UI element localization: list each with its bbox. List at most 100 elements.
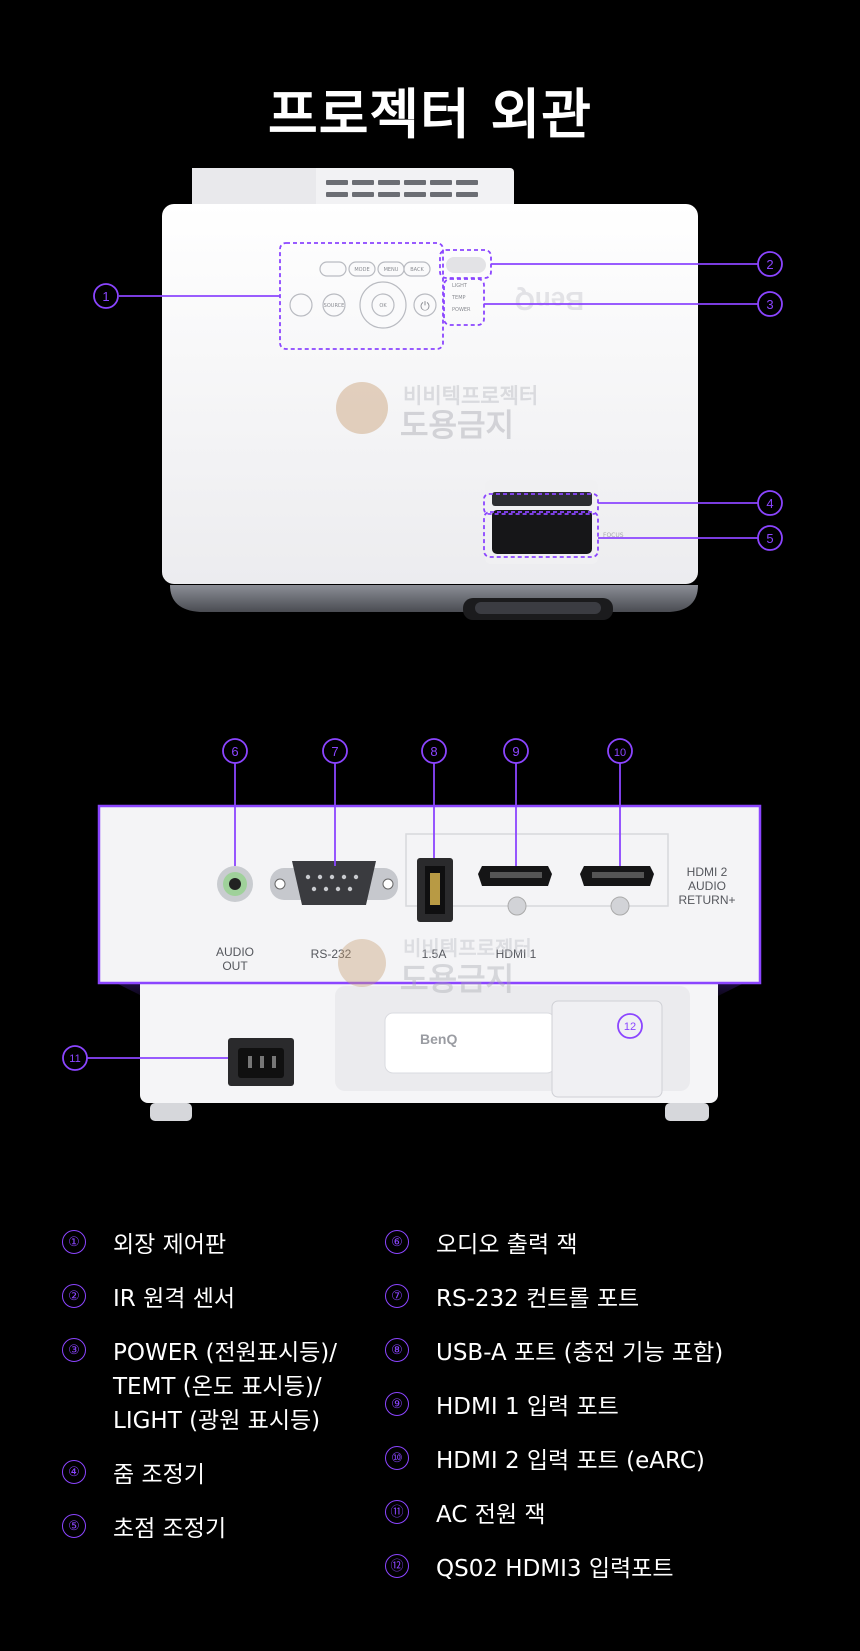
light-indicator-label: LIGHT — [452, 283, 468, 289]
legend-text: AC 전원 잭 — [436, 1502, 546, 1528]
svg-text:6: 6 — [231, 744, 238, 759]
svg-text:11: 11 — [69, 1053, 80, 1065]
projector-base — [170, 585, 698, 612]
svg-text:7: 7 — [331, 744, 338, 759]
callout-6: 6 — [222, 738, 248, 764]
callout-12: 12 — [617, 1013, 643, 1039]
legend-text: HDMI 1 입력 포트 — [436, 1394, 619, 1420]
legend-number: ⑤ — [62, 1514, 86, 1538]
usb-current-label: 1.5A — [422, 947, 447, 961]
svg-text:도용금지: 도용금지 — [400, 962, 514, 998]
legend-number: ① — [62, 1230, 86, 1254]
menu-button-label: MENU — [384, 267, 399, 273]
legend-item: ① 외장 제어판 — [62, 1228, 442, 1262]
legend-text: IR 원격 센서 — [113, 1286, 236, 1312]
legend-text: 오디오 출력 잭 — [436, 1232, 578, 1258]
watermark-top: 비비텍프로젝터 도용금지 — [336, 382, 538, 444]
mode-button-label: MODE — [354, 267, 369, 273]
page-title: 프로젝터 외관 — [268, 83, 592, 146]
svg-text:1: 1 — [102, 289, 109, 304]
svg-text:4: 4 — [766, 496, 773, 511]
benq-logo-mirrored: BenQ — [515, 286, 584, 316]
power-icon: ⏻ — [420, 299, 430, 313]
leader-lines — [119, 263, 758, 539]
hdmi1-label: HDMI 1 — [496, 947, 537, 961]
callout-10: 10 — [607, 738, 633, 764]
svg-text:9: 9 — [512, 744, 519, 759]
highlight-focus — [483, 511, 599, 558]
legend-text: RS-232 컨트롤 포트 — [436, 1286, 640, 1312]
legend-number: ② — [62, 1284, 86, 1308]
legend-text: HDMI 2 입력 포트 (eARC) — [436, 1448, 705, 1474]
legend-number: ⑫ — [385, 1554, 409, 1578]
legend-text: 초점 조정기 — [113, 1516, 227, 1542]
svg-text:5: 5 — [766, 531, 773, 546]
ir-sensor — [446, 257, 486, 273]
legend-item: ⑩ HDMI 2 입력 포트 (eARC) — [385, 1444, 765, 1478]
legend-number: ⑧ — [385, 1338, 409, 1362]
svg-text:도용금지: 도용금지 — [400, 408, 514, 444]
qs02-dongle — [384, 1012, 556, 1074]
control-panel — [289, 261, 437, 329]
rear-leader-lines — [87, 763, 621, 1059]
callout-3: 3 — [757, 291, 783, 317]
callout-5: 5 — [757, 525, 783, 551]
legend-text: POWER (전원표시등)/ TEMT (온도 표시등)/ LIGHT (광원 … — [113, 1340, 338, 1434]
legend-item: ⑦ RS-232 컨트롤 포트 — [385, 1282, 765, 1316]
svg-text:10: 10 — [614, 747, 626, 759]
top-view: BACK MENU MODE SOURCE OK ⏻ LIGHT TEMP PO… — [119, 168, 758, 620]
legend-right-column: ⑥ 오디오 출력 잭 ⑦ RS-232 컨트롤 포트 ⑧ USB-A 포트 (충전 기… — [385, 1228, 765, 1606]
callout-11: 11 — [62, 1045, 88, 1071]
zoom-ring — [492, 492, 592, 506]
power-indicator-label: POWER — [452, 307, 471, 313]
callout-9: 9 — [503, 738, 529, 764]
legend-item: ⑤ 초점 조정기 — [62, 1512, 442, 1546]
legend-number: ⑨ — [385, 1392, 409, 1416]
legend-text: USB-A 포트 (충전 기능 포함) — [436, 1340, 724, 1366]
legend-item: ⑧ USB-A 포트 (충전 기능 포함) — [385, 1336, 765, 1370]
svg-text:3: 3 — [766, 297, 773, 312]
svg-text:비비텍프로젝터: 비비텍프로젝터 — [403, 936, 532, 960]
callout-7: 7 — [322, 738, 348, 764]
legend-item: ⑨ HDMI 1 입력 포트 — [385, 1390, 765, 1424]
legend-item: ② IR 원격 센서 — [62, 1282, 442, 1316]
svg-text:비비텍프로젝터: 비비텍프로젝터 — [403, 384, 538, 408]
legend-text: 줌 조정기 — [113, 1462, 205, 1488]
highlight-zoom — [483, 493, 599, 515]
legend-text: QS02 HDMI3 입력포트 — [436, 1556, 674, 1582]
legend-number: ⑪ — [385, 1500, 409, 1524]
legend-item: ④ 줌 조정기 — [62, 1458, 442, 1492]
legend-number: ④ — [62, 1460, 86, 1484]
back-button-label: BACK — [410, 267, 424, 273]
callout-8: 8 — [421, 738, 447, 764]
svg-text:8: 8 — [430, 744, 437, 759]
legend-item: ⑪ AC 전원 잭 — [385, 1498, 765, 1532]
qs02-bracket — [551, 1000, 663, 1098]
watermark-rear: 비비텍프로젝터 도용금지 — [338, 936, 532, 998]
focus-ring — [492, 510, 592, 554]
legend-text: 외장 제어판 — [113, 1232, 227, 1258]
temp-indicator-label: TEMP — [451, 295, 466, 301]
vent-slots — [326, 180, 478, 197]
legend-item: ⑥ 오디오 출력 잭 — [385, 1228, 765, 1262]
callout-1: 1 — [93, 283, 119, 309]
ok-button-label: OK — [379, 303, 387, 309]
svg-text:12: 12 — [624, 1021, 636, 1033]
callout-4: 4 — [757, 490, 783, 516]
svg-text:2: 2 — [766, 257, 773, 272]
callout-2: 2 — [757, 251, 783, 277]
legend-number: ⑦ — [385, 1284, 409, 1308]
source-button-label: SOURCE — [324, 303, 345, 309]
dongle-logo: BenQ — [420, 1031, 457, 1047]
focus-label: FOCUS — [603, 532, 624, 539]
legend-number: ⑩ — [385, 1446, 409, 1470]
legend-number: ⑥ — [385, 1230, 409, 1254]
callout-markers: 1 2 3 4 5 6 7 8 9 10 11 12 — [62, 251, 783, 1071]
rs232-label: RS-232 — [311, 947, 352, 961]
